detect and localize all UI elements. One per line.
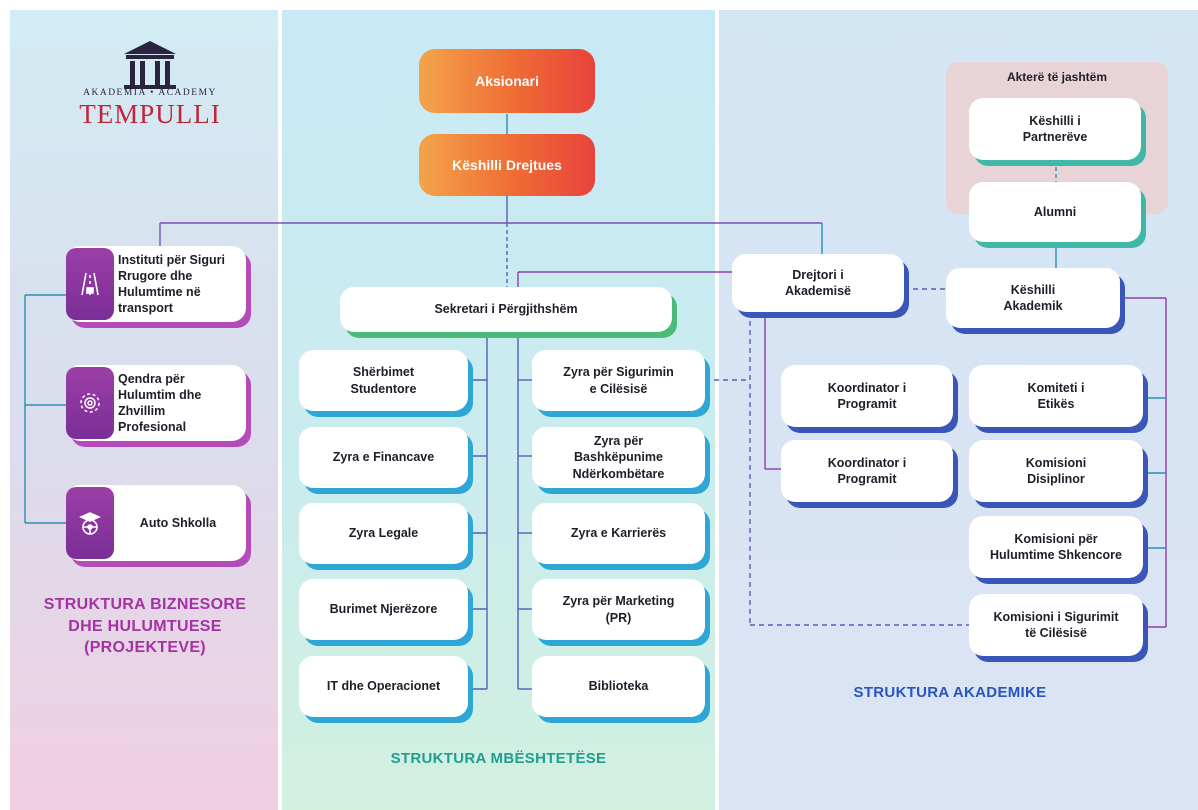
road-safety-institute-label: Instituti për Siguri Rrugore dhe Hulumti… xyxy=(118,252,225,316)
program-coordinator-label: Koordinator i Programit xyxy=(827,380,907,411)
ethics-committee-label: Komiteti i Etikës xyxy=(1027,380,1085,411)
legal-office-label: Zyra Legale xyxy=(348,526,419,541)
secretary-general-box[interactable]: Sekretari i Përgjithshëm xyxy=(340,287,672,332)
quality-assurance-office-label: Zyra për Sigurimin e Cilësisë xyxy=(563,365,674,396)
temple-logo-icon xyxy=(124,41,176,89)
career-office-label: Zyra e Karrierës xyxy=(570,526,667,541)
program-coordinator-box[interactable]: Koordinator i Programit xyxy=(781,440,953,502)
disciplinary-commission-box[interactable]: Komisioni Disiplinor xyxy=(969,440,1143,502)
program-coordinator-label: Koordinator i Programit xyxy=(827,455,907,486)
academic-structure-heading: STRUKTURA AKADEMIKE xyxy=(853,684,1047,701)
marketing-office-box[interactable]: Zyra për Marketing (PR) xyxy=(532,579,705,640)
program-coordinator-box[interactable]: Koordinator i Programit xyxy=(781,365,953,427)
it-operations-label: IT dhe Operacionet xyxy=(326,679,441,694)
shareholder-box[interactable]: Aksionari xyxy=(419,49,595,113)
disciplinary-commission-label: Komisioni Disiplinor xyxy=(1025,455,1087,486)
academic-council-label: Këshilli Akademik xyxy=(1003,282,1063,313)
quality-assurance-office-box[interactable]: Zyra për Sigurimin e Cilësisë xyxy=(532,350,705,411)
student-services-box[interactable]: Shërbimet Studentore xyxy=(299,350,468,411)
driving-school-label: Auto Shkolla xyxy=(139,515,217,530)
finance-office-box[interactable]: Zyra e Financave xyxy=(299,427,468,488)
gear-icon xyxy=(66,367,114,439)
human-resources-label: Burimet Njerëzore xyxy=(329,602,438,617)
academic-council-box[interactable]: Këshilli Akademik xyxy=(946,268,1120,328)
legal-office-box[interactable]: Zyra Legale xyxy=(299,503,468,564)
shareholder-label: Aksionari xyxy=(475,73,539,89)
partners-council-box[interactable]: Këshilli i Partnerëve xyxy=(969,98,1141,160)
board-box[interactable]: Këshilli Drejtues xyxy=(419,134,595,196)
external-actors-label: Akterë të jashtëm xyxy=(1006,70,1108,84)
academy-director-label: Drejtori i Akademisë xyxy=(784,267,851,298)
steering-wheel-graduation-icon xyxy=(66,487,114,559)
research-center-label: Qendra për Hulumtim dhe Zhvillim Profesi… xyxy=(118,371,202,435)
quality-assurance-commission-label: Komisioni i Sigurimit të Cilësisë xyxy=(993,609,1119,640)
business-research-heading: STRUKTURA BIZNESORE DHE HULUMTUESE (PROJ… xyxy=(43,596,247,657)
support-structure-heading: STRUKTURA MBËSHTETËSE xyxy=(390,750,607,767)
scientific-research-commission-label: Komisioni për Hulumtime Shkencore xyxy=(990,531,1122,562)
finance-office-label: Zyra e Financave xyxy=(332,450,435,465)
international-cooperation-office-box[interactable]: Zyra për Bashkëpunime Ndërkombëtare xyxy=(532,427,705,488)
logo-name: TEMPULLI xyxy=(79,99,221,129)
board-label: Këshilli Drejtues xyxy=(452,157,562,173)
library-box[interactable]: Biblioteka xyxy=(532,656,705,717)
career-office-box[interactable]: Zyra e Karrierës xyxy=(532,503,705,564)
it-operations-box[interactable]: IT dhe Operacionet xyxy=(299,656,468,717)
secretary-general-label: Sekretari i Përgjithshëm xyxy=(434,302,578,317)
road-icon xyxy=(66,248,114,320)
academy-director-box[interactable]: Drejtori i Akademisë xyxy=(732,254,904,312)
alumni-label: Alumni xyxy=(1033,204,1077,219)
human-resources-box[interactable]: Burimet Njerëzore xyxy=(299,579,468,640)
marketing-office-label: Zyra për Marketing (PR) xyxy=(562,594,675,625)
logo-subtitle: AKADEMIA • ACADEMY xyxy=(83,88,217,98)
quality-assurance-commission-box[interactable]: Komisioni i Sigurimit të Cilësisë xyxy=(969,594,1143,656)
ethics-committee-box[interactable]: Komiteti i Etikës xyxy=(969,365,1143,427)
student-services-label: Shërbimet Studentore xyxy=(350,365,417,396)
scientific-research-commission-box[interactable]: Komisioni për Hulumtime Shkencore xyxy=(969,516,1143,578)
alumni-box[interactable]: Alumni xyxy=(969,182,1141,242)
partners-council-label: Këshilli i Partnerëve xyxy=(1022,113,1088,144)
library-label: Biblioteka xyxy=(588,679,649,694)
international-cooperation-office-label: Zyra për Bashkëpunime Ndërkombëtare xyxy=(572,434,665,481)
